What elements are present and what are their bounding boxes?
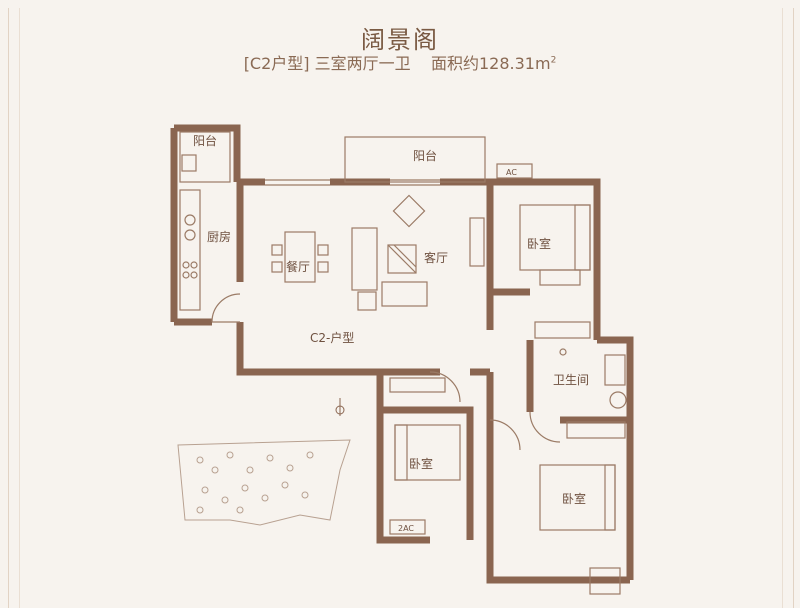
room-label-bedroom-1: 卧室 [527,236,551,251]
room-label-dining: 餐厅 [286,259,310,274]
ac-label-top: AC [506,168,517,177]
room-label-balcony-left: 阳台 [193,133,217,148]
compass-icon [335,398,345,416]
site-map-icon [177,439,351,526]
unit-type: [C2户型] [243,54,310,73]
room-label-bedroom-3: 卧室 [562,491,586,506]
unit-subtitle: [C2户型] 三室两厅一卫 面积约128.31m2 [0,50,800,74]
thin-lines [179,131,627,595]
building-title: 阔景阁 [361,26,439,54]
room-label-living: 客厅 [424,250,448,265]
room-label-balcony-top: 阳台 [413,148,437,163]
decorative-frame [8,8,794,608]
area-superscript: 2 [550,55,557,66]
unit-name-label: C2-户型 [310,330,354,345]
room-label-bedroom-2: 卧室 [409,456,433,471]
ac-label-bottom: 2AC [398,524,414,533]
walls [170,124,634,584]
unit-area: 面积约128.31m [430,54,551,73]
room-label-bathroom: 卫生间 [553,373,589,387]
room-label-kitchen: 厨房 [207,229,231,244]
unit-layout: 三室两厅一卫 [314,54,411,73]
